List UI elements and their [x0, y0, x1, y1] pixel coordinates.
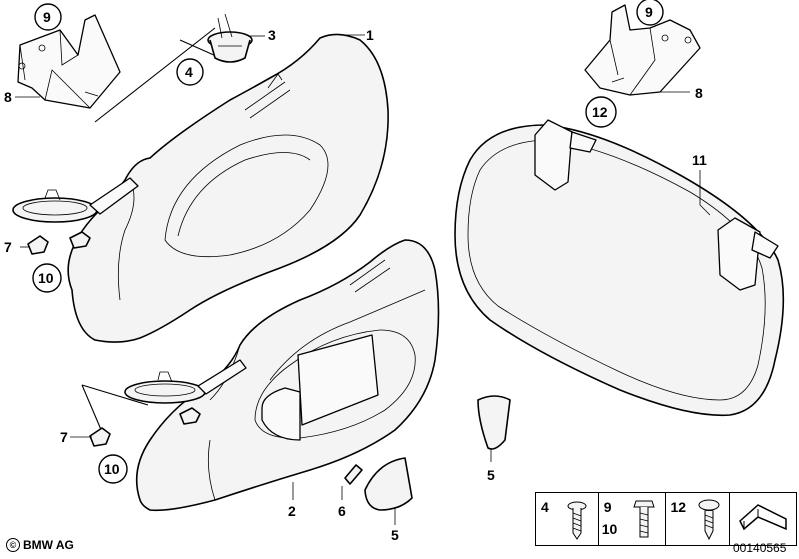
callout-10-upper: 10 [38, 270, 54, 286]
legend-label-10: 10 [601, 521, 618, 537]
clip-part-7-upper [27, 231, 91, 255]
hinge-arm-lower [124, 359, 247, 425]
legend-cell-12: 12 [666, 493, 731, 545]
copyright-text: BMW AG [23, 538, 74, 552]
callout-9-left: 9 [43, 9, 51, 25]
sun-visor-part-1 [67, 33, 389, 343]
callout-7-lower: 7 [60, 429, 68, 445]
callout-1: 1 [366, 27, 374, 43]
legend-label-12: 12 [670, 499, 687, 515]
callout-8-right: 8 [695, 85, 703, 101]
callout-12: 12 [592, 104, 608, 120]
leader-lines [15, 34, 711, 525]
callout-6: 6 [338, 503, 346, 519]
callout-7-upper: 7 [4, 239, 12, 255]
cover-part-5-lower [364, 457, 413, 511]
sun-visor-part-2 [135, 239, 440, 512]
callout-8-left: 8 [4, 89, 12, 105]
hinge-arm-upper [12, 177, 139, 223]
legend-cell-4: 4 [536, 493, 599, 545]
cover-part-5-right [477, 395, 511, 450]
copyright-notice: © BMW AG [6, 538, 74, 552]
callout-3: 3 [268, 27, 276, 43]
callout-4: 4 [185, 64, 193, 80]
bracket-part-left [17, 14, 121, 109]
callout-11: 11 [692, 152, 707, 168]
callout-2: 2 [288, 503, 296, 519]
fastener-legend: 4 9 10 12 [535, 492, 797, 546]
callout-10-lower: 10 [104, 461, 120, 477]
legend-cell-9-10: 9 10 [599, 493, 666, 545]
sun-visor-part-11 [454, 119, 785, 417]
callout-9-right: 9 [645, 4, 653, 20]
diagram-number: 00140565 [733, 541, 787, 555]
clip-part-7-lower [89, 427, 111, 447]
self-tapping-screw-icon [698, 499, 720, 541]
legend-label-9: 9 [603, 499, 612, 515]
screw-icon [567, 501, 587, 540]
copyright-icon: © [6, 538, 20, 552]
callout-5-right: 5 [487, 467, 495, 483]
legend-label-4: 4 [541, 499, 549, 515]
bulb-part-6 [344, 464, 363, 485]
bracket-part-right [584, 4, 701, 96]
bolt-icon [633, 500, 655, 538]
legend-cell-arrow [730, 493, 796, 545]
clip-part-3 [207, 13, 253, 63]
callout-5-lower: 5 [391, 527, 399, 543]
direction-arrow-icon [739, 504, 788, 531]
